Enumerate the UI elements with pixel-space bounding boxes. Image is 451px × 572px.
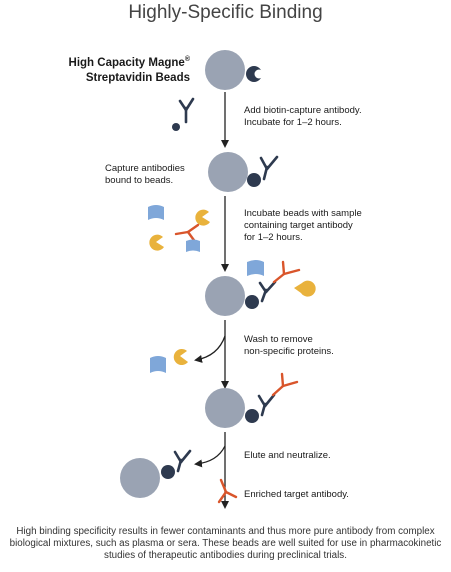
wash-branch-arrow: [194, 335, 226, 363]
step-capture: Capture antibodies bound to beads.: [105, 163, 185, 187]
step-incubate-line3: for 1–2 hours.: [244, 232, 303, 243]
beads-label-line1: High Capacity Magne: [68, 56, 185, 69]
biotin-capture-antibody-icon: [178, 97, 195, 124]
capture-antibody-icon-4: [257, 393, 276, 417]
biotin-icon-2: [247, 173, 261, 187]
step-wash-line1: Wash to remove: [244, 334, 313, 345]
step-add-antibody-line1: Add biotin-capture antibody.: [244, 105, 362, 116]
biotin-icon: [172, 123, 180, 131]
diagram-title: Highly-Specific Binding: [128, 2, 323, 23]
target-antibody-icon-3: [271, 372, 299, 397]
bead-3: [205, 276, 245, 316]
contaminant-protein-blue-3: [247, 260, 264, 276]
contaminant-protein-yellow-1: [195, 209, 210, 226]
step-wash-line2: non-specific proteins.: [244, 346, 334, 357]
step-add-antibody: Add biotin-capture antibody. Incubate fo…: [244, 105, 362, 129]
step-capture-line2: bound to beads.: [105, 175, 174, 186]
biotin-icon-4: [245, 409, 259, 423]
biotin-icon-3: [245, 295, 259, 309]
capture-antibody-icon-5: [173, 449, 192, 473]
contaminant-protein-yellow-2: [149, 234, 164, 251]
step-enriched: Enriched target antibody.: [244, 489, 349, 500]
beads-label-line2: Streptavidin Beads: [85, 71, 190, 84]
washed-contaminant-blue: [150, 356, 166, 373]
biotin-icon-5: [161, 465, 175, 479]
contaminant-protein-blue-2: [186, 239, 200, 252]
step-incubate-line2: containing target antibody: [244, 220, 353, 231]
bead-2: [208, 152, 248, 192]
step-incubate: Incubate beads with sample containing ta…: [244, 208, 362, 244]
target-antibody-icon-2: [272, 260, 301, 284]
step-wash: Wash to remove non-specific proteins.: [244, 334, 334, 358]
capture-antibody-icon-2: [259, 155, 279, 181]
elute-branch-arrow: [194, 445, 226, 468]
step-capture-line1: Capture antibodies: [105, 163, 185, 174]
beads-label: High Capacity Magne® Streptavidin Beads: [40, 52, 190, 86]
capture-antibody-icon-3: [258, 280, 277, 303]
bead-5: [120, 458, 160, 498]
contaminant-protein-blue-1: [148, 205, 164, 220]
enriched-target-antibody-icon: [217, 478, 238, 504]
step-add-antibody-line2: Incubate for 1–2 hours.: [244, 117, 342, 128]
streptavidin-icon: [246, 66, 264, 82]
bead-1: [205, 50, 245, 90]
step-incubate-line1: Incubate beads with sample: [244, 208, 362, 219]
washed-contaminant-yellow: [173, 349, 188, 366]
bead-4: [205, 388, 245, 428]
caption: High binding specificity results in fewe…: [9, 526, 442, 561]
registered-mark: ®: [184, 56, 190, 63]
step-elute: Elute and neutralize.: [244, 450, 331, 461]
contaminant-protein-yellow-3: [294, 280, 316, 297]
